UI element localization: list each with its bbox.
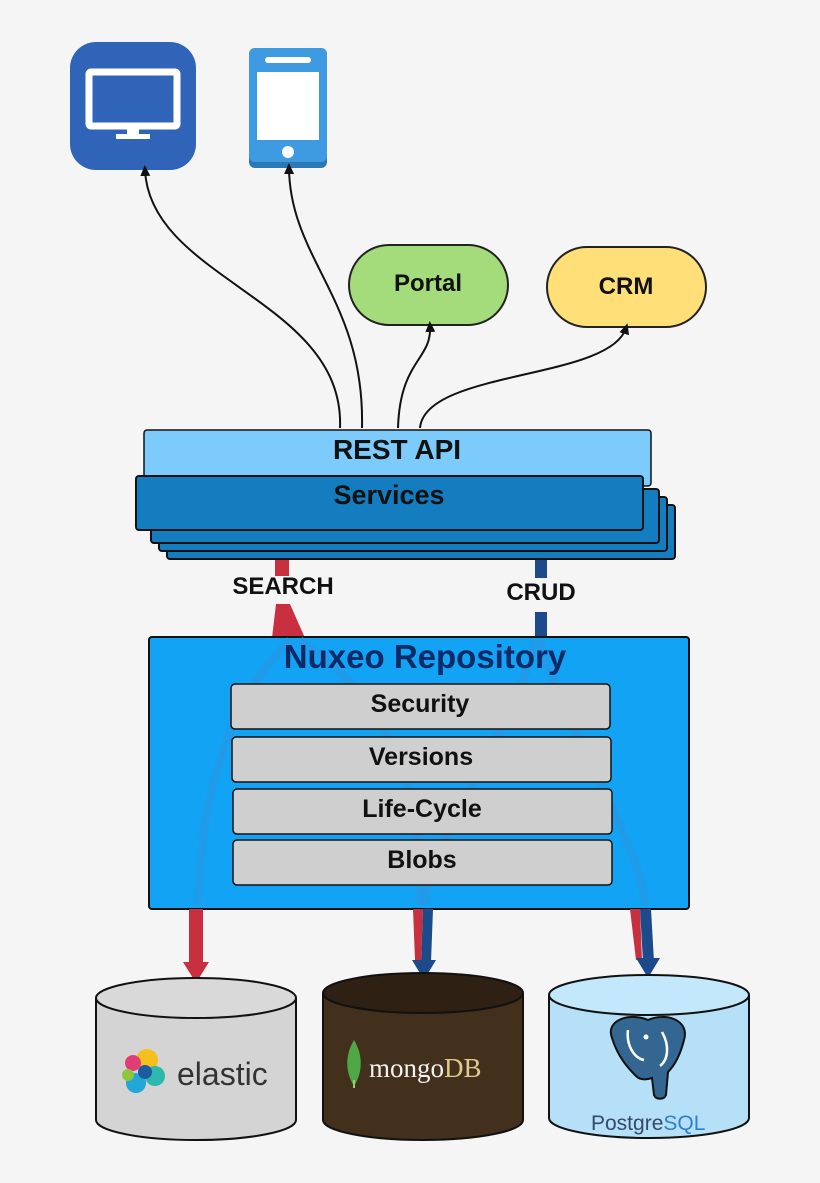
- portal-node: Portal: [348, 244, 509, 326]
- postgresql-elephant-icon: [609, 1015, 686, 1100]
- desktop-icon: [70, 42, 196, 170]
- services-label: Services: [333, 480, 444, 510]
- postgresql-label: PostgreSQL: [591, 1112, 705, 1135]
- flow-connectors: [272, 560, 547, 638]
- layer-versions: Versions: [231, 736, 612, 783]
- arrow-head: [183, 962, 209, 983]
- mongodb-database: mongoDB: [322, 972, 524, 1141]
- postgresql-database: PostgreSQL: [548, 974, 750, 1139]
- rest-api-label: REST API: [333, 434, 461, 465]
- crm-label: CRM: [599, 273, 654, 300]
- elastic-database: elastic: [95, 977, 297, 1141]
- arrow-to-desktop: [140, 165, 342, 429]
- mongo-suffix: DB: [444, 1053, 482, 1083]
- storage-arrows: [183, 909, 660, 983]
- arrow-to-mobile: [284, 163, 364, 429]
- layer-life-cycle: Life-Cycle: [232, 788, 613, 835]
- elastic-logo-icon: [122, 1049, 165, 1093]
- layer-security: Security: [230, 683, 611, 730]
- services-bar: Services: [135, 475, 644, 531]
- arrow-head: [412, 960, 436, 980]
- api-client-arrows: [140, 163, 629, 429]
- postgres-suffix: SQL: [663, 1112, 705, 1135]
- layer-label: Blobs: [387, 846, 456, 874]
- mongodb-leaf-icon: [347, 1040, 361, 1088]
- crud-label: CRUD: [506, 579, 575, 606]
- search-label: SEARCH: [232, 573, 333, 600]
- layer-label: Versions: [369, 743, 473, 771]
- arrow-to-portal: [397, 321, 436, 429]
- repository-title: Nuxeo Repository: [284, 638, 567, 675]
- mobile-phone-icon: [249, 48, 327, 168]
- mongo-prefix: mongo: [369, 1053, 444, 1083]
- elastic-label: elastic: [177, 1056, 268, 1092]
- postgres-prefix: Postgre: [591, 1112, 663, 1135]
- portal-label: Portal: [394, 270, 462, 297]
- repository-layers: Security Versions Life-Cycle Blobs: [230, 683, 613, 886]
- crm-node: CRM: [546, 246, 707, 328]
- layer-blobs: Blobs: [232, 839, 613, 886]
- arrow-to-crm: [419, 323, 629, 429]
- mongodb-label: mongoDB: [369, 1053, 482, 1083]
- arrow-head: [636, 958, 660, 978]
- layer-label: Security: [371, 690, 470, 718]
- layer-label: Life-Cycle: [362, 795, 482, 823]
- rest-api-bar: REST API: [143, 429, 652, 487]
